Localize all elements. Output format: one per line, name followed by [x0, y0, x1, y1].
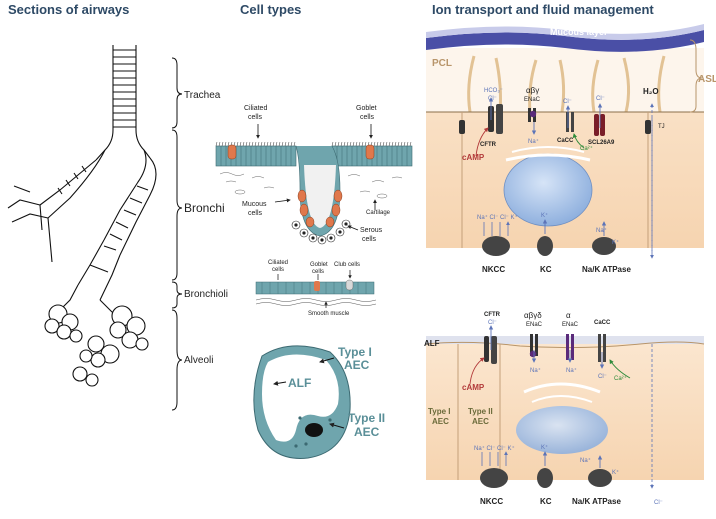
alveolar-cacc-label: CaCC	[594, 320, 611, 326]
alveolar-cacc-cl: Cl⁻	[598, 374, 607, 380]
section-alveoli: Alveoli	[184, 355, 213, 366]
airway-camp: cAMP	[462, 153, 485, 162]
airway-nak-k: K⁺	[612, 239, 619, 246]
airway-enac-na: Na⁺	[528, 138, 539, 145]
section-bronchioli: Bronchioli	[184, 289, 228, 300]
section-trachea: Trachea	[184, 90, 221, 101]
label-club-cells: Club cells	[334, 262, 360, 268]
alveolus-drawing	[253, 345, 351, 459]
airway-enac-subunits: αβγ	[526, 86, 539, 95]
airway-nak-label: Na/K ATPase	[582, 265, 631, 274]
alveolar-enac1-na: Na⁺	[530, 367, 541, 374]
label-cartilage: Cartilage	[366, 210, 391, 216]
label-type2-aec-1: Type II	[348, 411, 385, 425]
alveolar-ion-panel	[425, 325, 705, 489]
alveolar-nkcc-label: NKCC	[480, 497, 503, 506]
label-goblet-2: cells	[360, 114, 375, 121]
airway-kc-k: K⁺	[541, 212, 548, 219]
airway-cacc-cl: Cl⁻	[563, 99, 572, 105]
airway-enac-label: ENaC	[524, 97, 541, 103]
alveolar-enac1-subunits: αβγδ	[524, 311, 542, 320]
alveolar-type2-1: Type II	[468, 407, 493, 416]
label-bronchioli-goblet-2: cells	[312, 269, 324, 275]
label-serous-2: cells	[362, 236, 377, 243]
label-smooth-muscle: Smooth muscle	[308, 311, 350, 317]
label-type2-aec-2: AEC	[354, 425, 380, 439]
ion-transport-heading: Ion transport and fluid management	[432, 2, 654, 17]
alveolar-ca: Ca²⁺	[614, 375, 627, 382]
alveolar-type2-2: AEC	[472, 417, 489, 426]
alveolar-alf: ALF	[424, 339, 440, 348]
label-bronchioli-ciliated-2: cells	[272, 267, 284, 273]
alveolar-nak-k: K⁺	[612, 469, 619, 476]
airway-hco3: HCO₃⁻	[484, 88, 503, 94]
alveolar-cftr-cl: Cl⁻	[488, 320, 497, 326]
airway-cftr-label: CFTR	[480, 142, 497, 148]
alveolar-kc-k: K⁺	[541, 444, 548, 451]
airway-cacc-label: CaCC	[557, 138, 574, 144]
label-bronchioli-ciliated-1: Ciliated	[268, 260, 288, 266]
alveolar-enac2-label: ENaC	[562, 322, 579, 328]
cell-types-heading: Cell types	[240, 2, 301, 17]
label-bronchioli-goblet-1: Goblet	[310, 262, 328, 268]
alveolar-paracellular-cl: Cl⁻	[654, 500, 663, 506]
alveolar-enac1-label: ENaC	[526, 322, 543, 328]
bronchi-epithelium	[215, 124, 413, 245]
label-type1-aec-2: AEC	[344, 358, 370, 372]
label-serous-1: Serous	[360, 227, 383, 234]
alveolar-nak-na: Na⁺	[580, 457, 591, 464]
airway-kc-label: KC	[540, 265, 552, 274]
label-type1-aec-1: Type I	[338, 345, 372, 359]
airway-ca: Ca²⁺	[580, 145, 593, 152]
label-alf: ALF	[288, 376, 311, 390]
airway-slc-label: SCL26A9	[588, 140, 615, 146]
alveolar-camp: cAMP	[462, 383, 485, 392]
alveolar-enac2-subunits: α	[566, 311, 571, 320]
section-braces	[171, 57, 183, 411]
airway-ion-panel	[426, 24, 704, 259]
airway-nak-na: Na⁺	[596, 227, 607, 234]
bronchioli-epithelium	[255, 270, 377, 308]
airway-tj: TJ	[658, 124, 665, 130]
airway-nkcc-label: NKCC	[482, 265, 505, 274]
label-mucous-1: Mucous	[242, 201, 267, 208]
sections-heading: Sections of airways	[8, 2, 129, 17]
alveolar-kc-label: KC	[540, 497, 552, 506]
airway-tree-drawing	[7, 45, 157, 387]
alveolar-enac2-na: Na⁺	[566, 367, 577, 374]
alveolar-type1-1: Type I	[428, 407, 451, 416]
airway-h2o: H₂O	[643, 87, 659, 96]
section-bronchi: Bronchi	[184, 201, 225, 215]
alveolar-nkcc-ions: Na⁺ Cl⁻ Cl⁻ K⁺	[474, 445, 515, 452]
alveolar-cftr-label: CFTR	[484, 312, 501, 318]
label-ciliated-1: Ciliated	[244, 105, 267, 112]
label-pcl: PCL	[432, 58, 452, 69]
label-goblet-1: Goblet	[356, 105, 377, 112]
alveolar-nak-label: Na/K ATPase	[572, 497, 621, 506]
label-mucous-2: cells	[248, 210, 263, 217]
airway-slc-cl: Cl⁻	[596, 96, 605, 102]
airway-nkcc-ions: Na⁺ Cl⁻ Cl⁻ K⁺	[477, 214, 518, 221]
airway-cftr-cl: Cl⁻	[488, 96, 497, 102]
label-asl: ASL	[698, 74, 716, 85]
label-mucous-layer: Mucous layer	[550, 27, 608, 37]
label-ciliated-2: cells	[248, 114, 263, 121]
alveolar-type1-2: AEC	[432, 417, 449, 426]
